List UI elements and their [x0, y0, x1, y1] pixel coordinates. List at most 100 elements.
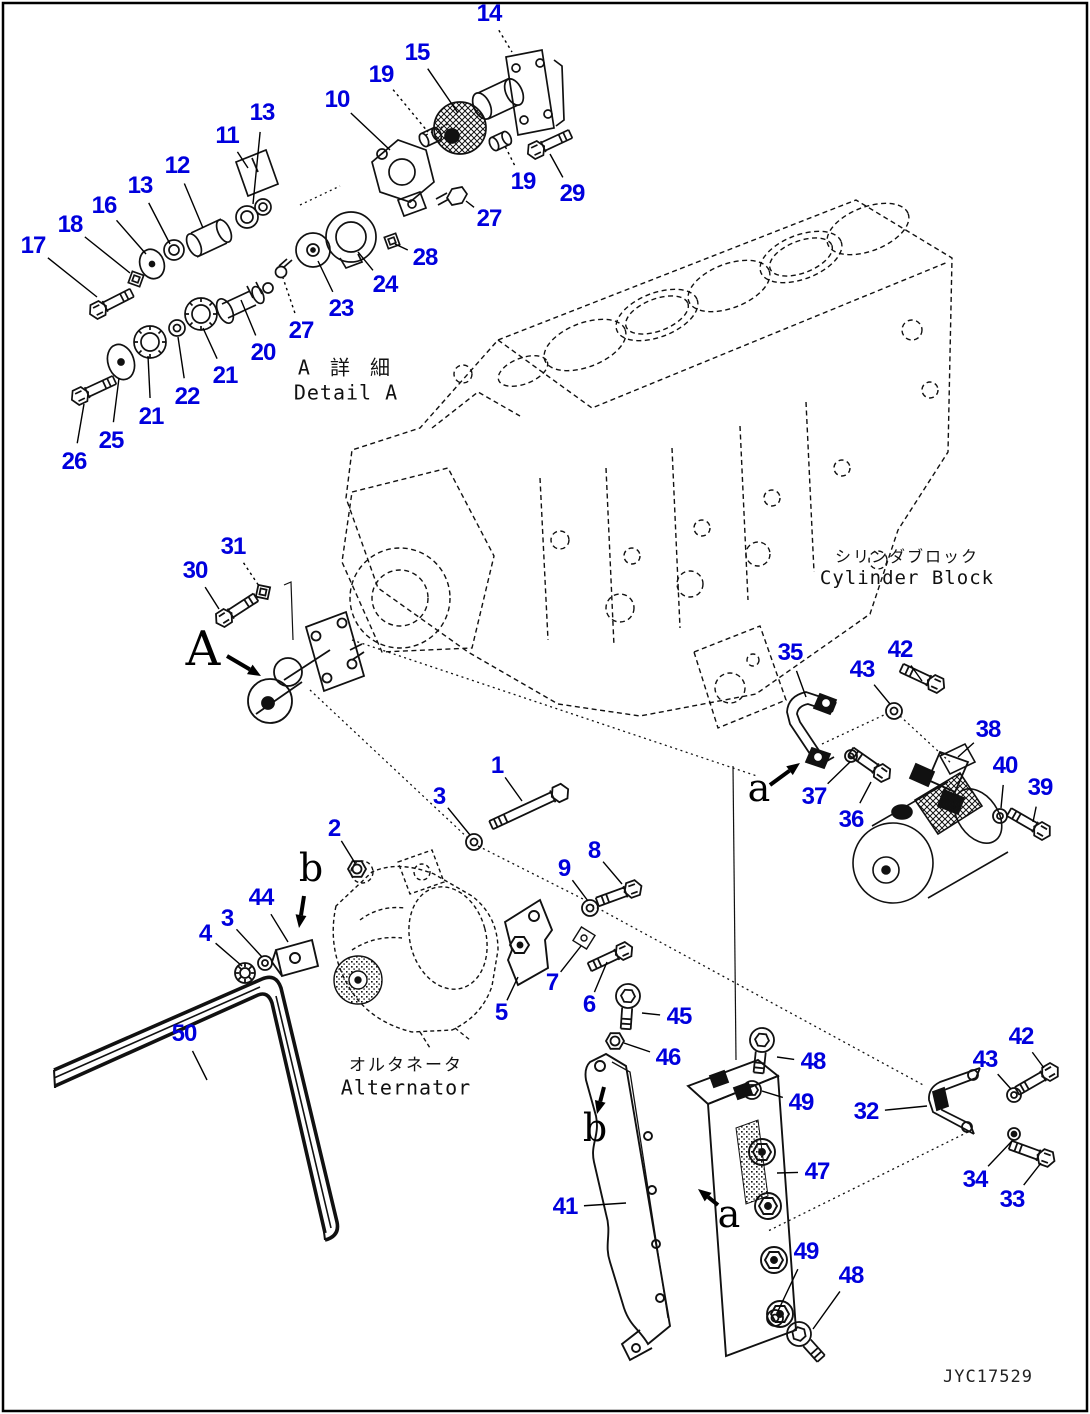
leader-line-46: [623, 1042, 651, 1053]
bracket-32: [928, 1067, 981, 1135]
leader-line-9: [571, 879, 589, 902]
part-callout-25: 25: [98, 427, 125, 454]
part-callout-34: 34: [962, 1166, 989, 1193]
washer-34: [1007, 1127, 1021, 1141]
leader-line-21: [202, 327, 218, 360]
alternator-caption-jp: オルタネータ: [348, 1055, 463, 1076]
leader-line-32: [884, 1105, 928, 1111]
leader-line-6: [593, 961, 608, 993]
bolt-1: [488, 782, 570, 831]
part-callout-48: 48: [838, 1262, 865, 1289]
view-marker-b: b: [582, 1106, 608, 1150]
leader-line-16: [115, 219, 147, 255]
rings-13: [235, 198, 272, 229]
view-arrow-shaft: [768, 769, 791, 787]
water-pump-art: [211, 581, 366, 724]
part-callout-43: 43: [849, 656, 876, 683]
nut-4: [234, 962, 256, 984]
leader-line-10: [350, 112, 391, 151]
part-callout-4: 4: [198, 920, 212, 947]
part-callout-46: 46: [655, 1044, 682, 1071]
view-marker-a: a: [717, 1192, 741, 1236]
part-callout-15: 15: [404, 39, 431, 66]
view-marker-b: b: [298, 846, 324, 890]
valve-20: [215, 281, 274, 324]
leader-line-19: [392, 89, 429, 133]
leader-line-38: [957, 742, 975, 758]
leader-line-24: [357, 251, 374, 271]
part-callout-2: 2: [327, 815, 341, 842]
part-callout-41: 41: [552, 1193, 579, 1220]
view-arrow-shaft: [299, 895, 306, 916]
part-callout-45: 45: [666, 1003, 693, 1030]
part-callout-11: 11: [215, 122, 239, 149]
part-callout-1: 1: [490, 752, 504, 779]
part-callout-30: 30: [182, 557, 209, 584]
part-callout-29: 29: [559, 180, 586, 207]
leader-line-37: [827, 761, 851, 785]
part-callout-24: 24: [372, 271, 399, 298]
leader-line-4: [215, 942, 243, 967]
leader-line-11: [236, 151, 249, 169]
leader-line-15: [427, 68, 459, 114]
leader-line-26: [76, 403, 85, 444]
part-callout-8: 8: [587, 837, 601, 864]
leader-line-2: [340, 840, 356, 864]
plate-41: [584, 1052, 672, 1362]
leader-line-50: [191, 1050, 208, 1081]
leader-line-40: [1000, 784, 1004, 809]
leader-line-47: [776, 1171, 799, 1174]
part-callout-44: 44: [248, 884, 275, 911]
washer-16: [138, 248, 166, 280]
part-callout-7: 7: [545, 969, 559, 996]
leader-line-49: [777, 1268, 799, 1312]
part-callout-47: 47: [804, 1158, 831, 1185]
part-callout-20: 20: [250, 339, 277, 366]
part-callout-31: 31: [220, 533, 247, 560]
view-arrow-icon: [786, 763, 800, 776]
disc-25: [106, 343, 136, 381]
housing-10: [371, 139, 435, 218]
plate-14: [505, 48, 565, 137]
leader-line-14: [498, 29, 513, 53]
leader-line-44: [270, 913, 289, 943]
leader-line-29: [549, 153, 564, 178]
leader-line-21: [147, 355, 151, 399]
leader-line-35: [795, 670, 807, 698]
leader-line-43: [873, 684, 891, 705]
leader-line-39: [1032, 806, 1037, 823]
part-callout-36: 36: [838, 806, 865, 833]
leader-line-28: [394, 243, 409, 251]
leader-line-23: [317, 260, 334, 293]
leader-line-43: [997, 1073, 1012, 1090]
view-arrow-shaft: [706, 1195, 720, 1207]
leader-line-13: [148, 202, 171, 245]
part-callout-13: 13: [127, 172, 154, 199]
mesh-disc-15: [433, 101, 487, 155]
view-marker-a: a: [747, 766, 771, 810]
washer-23: [295, 232, 331, 268]
leader-line-1: [504, 776, 523, 802]
part-callout-43: 43: [972, 1046, 999, 1073]
part-callout-35: 35: [777, 639, 804, 666]
leader-line-42: [910, 665, 923, 682]
part-callout-37: 37: [801, 783, 828, 810]
part-callout-40: 40: [992, 752, 1019, 779]
part-callout-21: 21: [138, 403, 165, 430]
part-callout-19: 19: [368, 61, 395, 88]
part-callout-6: 6: [582, 991, 596, 1018]
bracket-35: [786, 691, 838, 770]
leader-line-22: [177, 336, 185, 379]
alternator-caption-en: Alternator: [340, 1075, 472, 1100]
detail-a-caption-jp: A 詳 細: [297, 355, 395, 380]
view-arrow-shaft: [598, 1086, 606, 1102]
leader-line-41: [583, 1202, 627, 1207]
detail-a-parts: [85, 48, 575, 322]
leader-line-27: [465, 200, 475, 208]
bracket-5: [503, 898, 554, 987]
detail-a-caption: A 詳 細 Detail A: [294, 352, 398, 405]
part-callout-28: 28: [412, 244, 439, 271]
part-callout-3: 3: [220, 905, 234, 932]
part-callout-3: 3: [432, 783, 446, 810]
